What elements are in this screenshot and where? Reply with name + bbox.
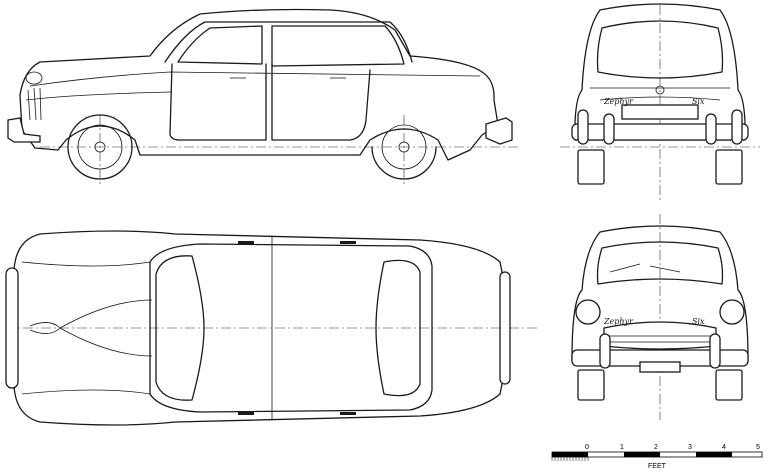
scale-number-0: 0	[585, 444, 589, 451]
front-grille	[603, 321, 717, 350]
side-front-door	[169, 63, 267, 141]
scale-number-1: 1	[620, 444, 624, 451]
scale-number-5: 5	[756, 444, 760, 451]
side-rear-bumper	[485, 117, 513, 145]
top-front-bumper	[5, 267, 19, 389]
front-view: Zephyr Six	[571, 214, 749, 420]
rear-body-outline	[574, 3, 746, 141]
front-right-tyre	[715, 369, 743, 401]
scale-number-2: 2	[654, 444, 658, 451]
rear-view: Zephyr Six	[560, 3, 760, 200]
top-rear-window	[375, 259, 421, 397]
scale-number-4: 4	[722, 444, 726, 451]
front-body-outline	[571, 225, 749, 361]
rear-right-tyre	[715, 149, 743, 185]
rear-bumper	[571, 123, 749, 141]
rear-script-badge-left: Zephyr	[603, 97, 634, 106]
front-windscreen	[596, 241, 724, 285]
side-body-outline	[19, 8, 499, 161]
top-view	[5, 230, 540, 426]
scale-number-3: 3	[688, 444, 692, 451]
top-windscreen	[155, 255, 205, 401]
side-window-frame	[164, 21, 413, 63]
side-rear-wheel	[371, 124, 437, 180]
side-front-window	[177, 25, 263, 65]
rear-left-tyre	[577, 149, 605, 185]
side-rear-door	[271, 63, 371, 141]
scale-unit-label: FEET	[648, 463, 667, 470]
front-number-plate	[639, 361, 681, 373]
side-front-wheel	[67, 114, 133, 180]
side-view	[7, 8, 520, 185]
top-rear-bumper	[499, 271, 511, 385]
rear-number-plate	[621, 104, 699, 120]
top-roof	[149, 243, 433, 413]
rear-script-badge-right: Six	[692, 97, 705, 106]
scale-bar: 0 1 2 3 4 5 FEET	[551, 444, 763, 470]
side-rear-window	[271, 25, 405, 67]
front-left-headlamp	[575, 299, 601, 325]
front-script-badge-right: Six	[692, 317, 705, 326]
rear-window	[596, 20, 724, 79]
side-front-bumper	[7, 117, 41, 143]
front-script-badge-left: Zephyr	[603, 317, 634, 326]
front-left-tyre	[577, 369, 605, 401]
front-right-headlamp	[719, 299, 745, 325]
